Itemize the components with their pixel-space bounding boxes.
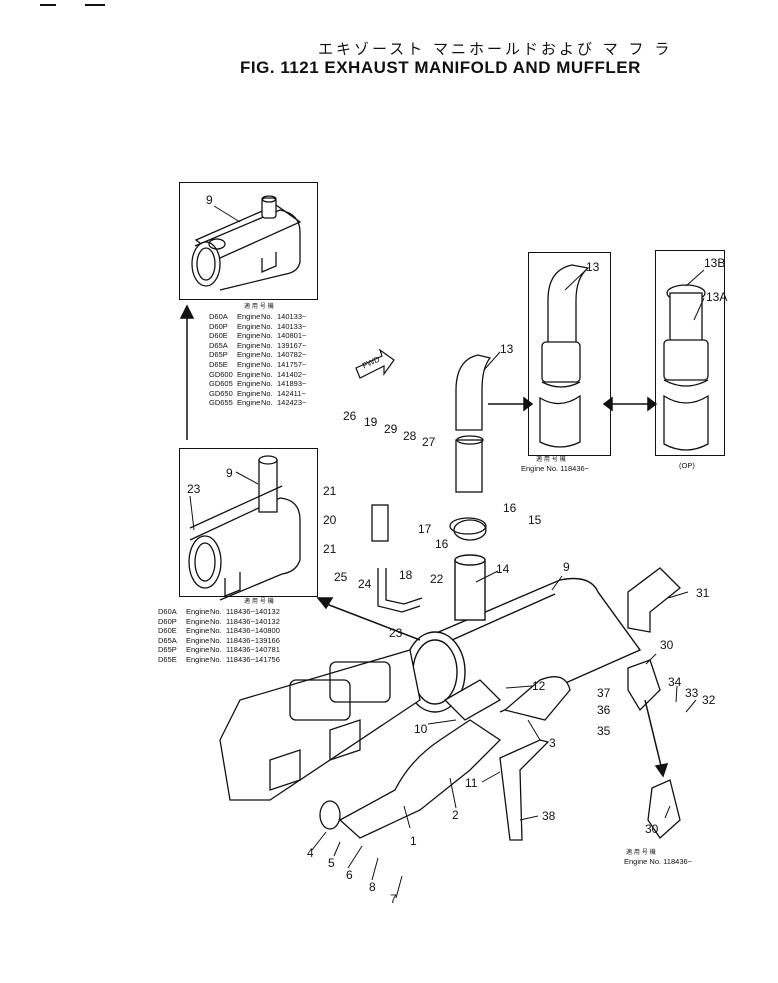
bracket-30-illustration [627, 659, 661, 712]
callout-36: 36 [597, 703, 611, 717]
callout-32: 32 [702, 693, 716, 707]
callout-34: 34 [668, 675, 682, 689]
callout-2: 2 [452, 808, 459, 822]
rain-cap-inset-illustration [663, 284, 709, 451]
callout-37: 37 [597, 686, 611, 700]
engine-block-illustration [219, 649, 421, 801]
callout-29: 29 [384, 422, 398, 436]
reference-arrows [179, 304, 669, 778]
callout-15: 15 [528, 513, 542, 527]
muffler-late-illustration [191, 195, 302, 291]
applicable-note-jp: 適 用 号 機 [536, 456, 566, 463]
callout-20: 20 [323, 513, 337, 527]
op-note: (OP) [679, 461, 695, 470]
callout-23: 23 [389, 626, 403, 640]
callout-1: 1 [410, 834, 417, 848]
inset-tailpipe [528, 252, 611, 456]
callout-21-b: 21 [323, 542, 337, 556]
callout-13: 13 [500, 342, 514, 356]
callout-13B: 13B [704, 256, 726, 270]
callout-21-a: 21 [323, 484, 337, 498]
callout-30-inset: 30 [645, 822, 659, 836]
inset-muffler-late [179, 182, 318, 300]
manifold-illustration [319, 676, 571, 839]
bracket-inset-illustration [647, 779, 681, 839]
bracket-31-illustration [627, 567, 681, 633]
engine-note-bracket: Engine No. 118436~ [624, 857, 693, 866]
callout-5: 5 [328, 856, 335, 870]
callout-13A: 13A [706, 290, 728, 304]
callout-27: 27 [422, 435, 436, 449]
callout-8: 8 [369, 880, 376, 894]
callout-17: 17 [418, 522, 432, 536]
fwd-arrow-outline [355, 348, 395, 379]
callout-11: 11 [465, 776, 478, 790]
callout-22: 22 [430, 572, 444, 586]
callout-12: 12 [532, 679, 546, 693]
callout-25: 25 [334, 570, 348, 584]
callout-33: 33 [685, 686, 699, 700]
corner-mark [85, 4, 105, 6]
main-muffler-illustration [404, 554, 642, 713]
callout-19: 19 [364, 415, 378, 429]
applicable-note-jp: 適 用 号 機 [626, 849, 656, 856]
callout-10: 10 [414, 722, 428, 736]
callout-9-early: 9 [226, 466, 233, 480]
callout-18: 18 [399, 568, 413, 582]
callout-9-late: 9 [206, 193, 213, 207]
callout-14: 14 [496, 562, 510, 576]
bracket-38-illustration [499, 739, 550, 841]
callout-30: 30 [660, 638, 674, 652]
callout-31: 31 [696, 586, 710, 600]
callout-26: 26 [343, 409, 357, 423]
callout-28: 28 [403, 429, 417, 443]
tailpipe-illustration [453, 354, 492, 541]
corner-mark [40, 4, 56, 6]
callout-16-a: 16 [503, 501, 517, 515]
callout-13-inset: 13 [586, 260, 600, 274]
figure-title-japanese: エキゾースト マニホールドおよび マ フ ラ [318, 40, 673, 58]
callout-4: 4 [307, 846, 314, 860]
callout-6: 6 [346, 868, 353, 882]
inset-rain-cap [655, 250, 725, 456]
callout-35: 35 [597, 724, 611, 738]
callout-3: 3 [549, 736, 556, 750]
leader-lines [189, 205, 705, 899]
callout-9: 9 [563, 560, 570, 574]
pipe-illustration [371, 504, 487, 613]
callout-24: 24 [358, 577, 372, 591]
callout-7: 7 [390, 892, 397, 906]
callout-16-b: 16 [435, 537, 449, 551]
inset-muffler-early [179, 448, 318, 597]
applicable-note-jp: 適 用 号 機 [244, 303, 274, 310]
muffler-early-illustration [188, 455, 301, 601]
callout-38: 38 [542, 809, 556, 823]
engine-note-tailpipe: Engine No. 118436~ [521, 464, 590, 473]
callout-23-early: 23 [187, 482, 201, 496]
applicable-note-jp: 適 用 号 機 [244, 598, 274, 605]
figure-title: FIG. 1121 EXHAUST MANIFOLD AND MUFFLER [240, 58, 641, 77]
